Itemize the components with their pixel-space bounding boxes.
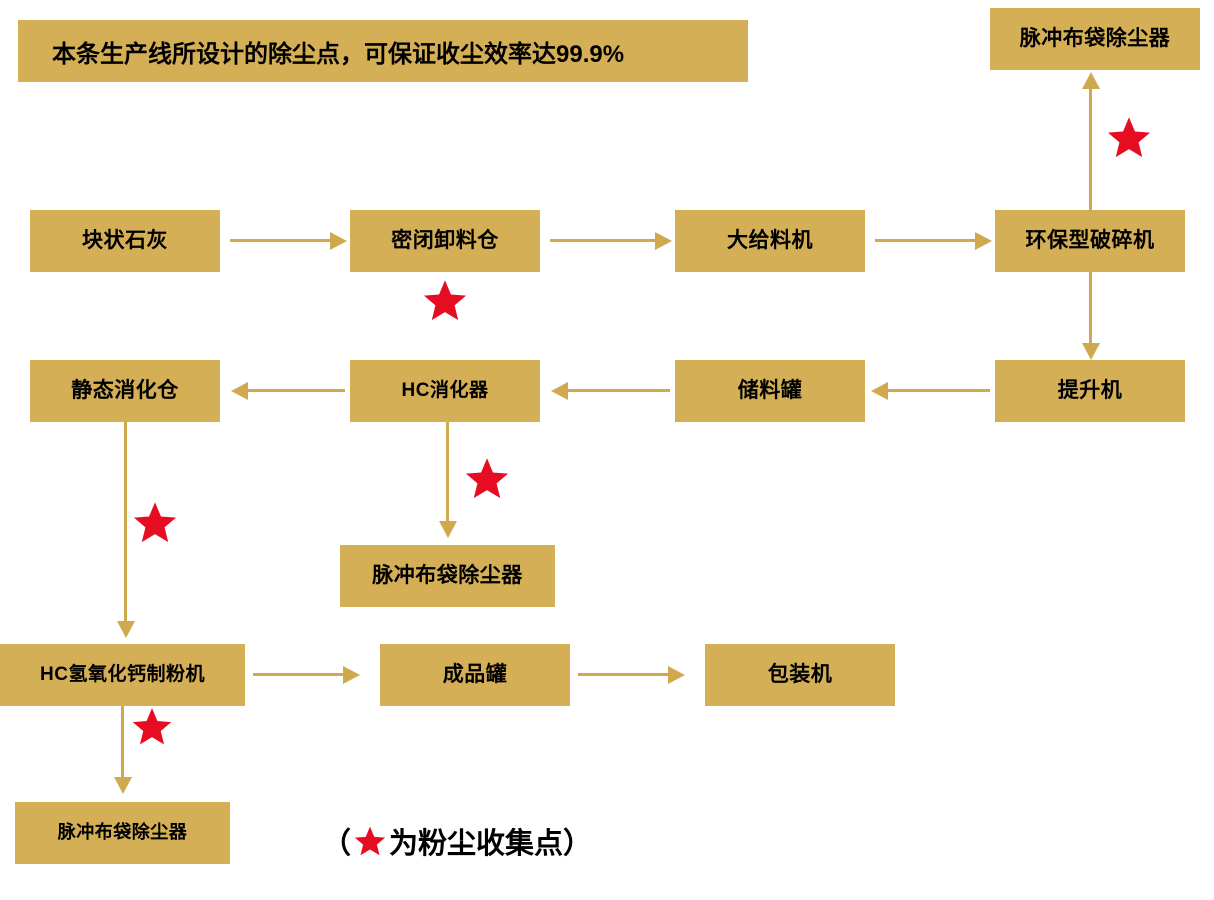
arrowhead-large-feeder-to-eco-crusher xyxy=(975,232,992,250)
node-packing-machine-label: 包装机 xyxy=(767,663,833,687)
edge-eco-crusher-to-dust-collector-top xyxy=(1089,88,1092,212)
node-storage-tank-label: 储料罐 xyxy=(737,379,803,403)
node-finished-product-tank[interactable]: 成品罐 xyxy=(380,644,570,706)
arrowhead-hc-digester-to-dust-collector-middle xyxy=(439,521,457,538)
node-dust-collector-middle[interactable]: 脉冲布袋除尘器 xyxy=(340,545,555,607)
edge-finished-tank-to-packing-machine xyxy=(578,673,670,676)
dust-point-star-icon xyxy=(131,500,179,546)
legend-star-icon xyxy=(353,825,387,858)
edge-storage-tank-to-hc-digester xyxy=(568,389,670,392)
arrowhead-hc-digester-to-static-bin xyxy=(231,382,248,400)
legend-text: 为粉尘收集点 xyxy=(389,828,564,860)
node-dust-collector-top-right-label: 脉冲布袋除尘器 xyxy=(1019,27,1171,51)
dust-point-star-icon xyxy=(463,456,511,502)
edge-lump-lime-to-sealed-bin xyxy=(230,239,332,242)
dust-point-star-icon xyxy=(130,706,174,748)
node-large-feeder[interactable]: 大给料机 xyxy=(675,210,865,272)
node-static-digestion-bin[interactable]: 静态消化仓 xyxy=(30,360,220,422)
arrowhead-eco-crusher-to-elevator xyxy=(1082,343,1100,360)
edge-eco-crusher-to-elevator xyxy=(1089,272,1092,344)
edge-large-feeder-to-eco-crusher xyxy=(875,239,977,242)
node-hc-powder-mill[interactable]: HC氢氧化钙制粉机 xyxy=(0,644,245,706)
edge-hc-digester-to-dust-collector-middle xyxy=(446,422,449,522)
arrowhead-eco-crusher-to-dust-collector-top xyxy=(1082,72,1100,89)
arrowhead-finished-tank-to-packing-machine xyxy=(668,666,685,684)
arrowhead-elevator-to-storage-tank xyxy=(871,382,888,400)
edge-hc-powder-mill-to-finished-tank xyxy=(253,673,345,676)
arrowhead-storage-tank-to-hc-digester xyxy=(551,382,568,400)
node-eco-crusher[interactable]: 环保型破碎机 xyxy=(995,210,1185,272)
arrowhead-sealed-bin-to-large-feeder xyxy=(655,232,672,250)
node-packing-machine[interactable]: 包装机 xyxy=(705,644,895,706)
node-dust-collector-bottom-left-label: 脉冲布袋除尘器 xyxy=(57,822,188,843)
header-banner-text: 本条生产线所设计的除尘点，可保证收尘效率达99.9% xyxy=(52,40,625,68)
node-dust-collector-bottom-left[interactable]: 脉冲布袋除尘器 xyxy=(15,802,230,864)
node-sealed-unloading-bin-label: 密闭卸料仓 xyxy=(391,229,499,253)
node-static-digestion-bin-label: 静态消化仓 xyxy=(71,379,179,403)
node-elevator[interactable]: 提升机 xyxy=(995,360,1185,422)
arrowhead-hc-powder-mill-to-finished-tank xyxy=(343,666,360,684)
dust-point-star-icon xyxy=(421,278,469,324)
node-finished-product-tank-label: 成品罐 xyxy=(442,663,508,687)
node-sealed-unloading-bin[interactable]: 密闭卸料仓 xyxy=(350,210,540,272)
arrowhead-static-bin-to-hc-powder-mill xyxy=(117,621,135,638)
legend-close-paren: ） xyxy=(563,828,593,860)
node-lump-lime[interactable]: 块状石灰 xyxy=(30,210,220,272)
edge-elevator-to-storage-tank xyxy=(888,389,990,392)
node-elevator-label: 提升机 xyxy=(1057,379,1123,403)
node-dust-collector-middle-label: 脉冲布袋除尘器 xyxy=(372,564,523,588)
dust-point-star-icon xyxy=(1105,115,1153,161)
legend-open-paren: （ xyxy=(322,828,352,860)
edge-static-bin-to-hc-powder-mill xyxy=(124,422,127,622)
node-hc-digester[interactable]: HC消化器 xyxy=(350,360,540,422)
edge-hc-digester-to-static-bin xyxy=(248,389,345,392)
edge-sealed-bin-to-large-feeder xyxy=(550,239,657,242)
node-hc-digester-label: HC消化器 xyxy=(401,379,489,401)
edge-hc-powder-mill-to-dust-collector-bottom xyxy=(121,706,124,778)
node-hc-powder-mill-label: HC氢氧化钙制粉机 xyxy=(40,663,205,685)
header-banner: 本条生产线所设计的除尘点，可保证收尘效率达99.9% xyxy=(18,20,748,82)
arrowhead-hc-powder-mill-to-dust-collector-bottom xyxy=(114,777,132,794)
node-dust-collector-top-right[interactable]: 脉冲布袋除尘器 xyxy=(990,8,1200,70)
node-lump-lime-label: 块状石灰 xyxy=(82,229,168,253)
node-storage-tank[interactable]: 储料罐 xyxy=(675,360,865,422)
node-large-feeder-label: 大给料机 xyxy=(727,229,813,253)
arrowhead-lump-lime-to-sealed-bin xyxy=(330,232,347,250)
legend: （ 为粉尘收集点 ） xyxy=(322,820,592,862)
node-eco-crusher-label: 环保型破碎机 xyxy=(1025,229,1155,253)
